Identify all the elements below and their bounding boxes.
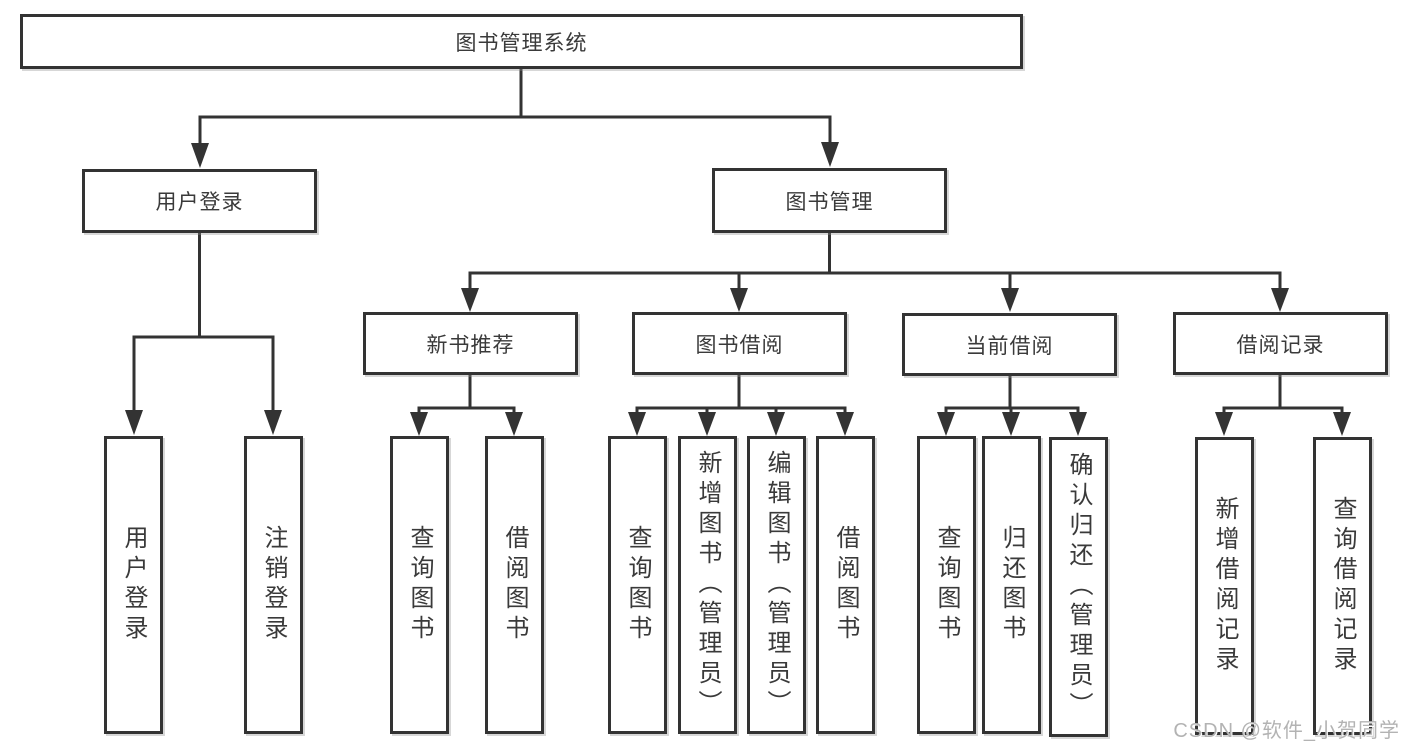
arrow-down-icon bbox=[1215, 412, 1233, 436]
connector-borrowrecords-to-children bbox=[1215, 375, 1351, 436]
node-label: 借阅记录 bbox=[1236, 333, 1325, 357]
leaf-user-login: 用户登录 bbox=[104, 436, 163, 734]
node-new-book-recommend: 新书推荐 bbox=[363, 312, 578, 375]
arrow-down-icon bbox=[767, 412, 785, 436]
leaf-return-books: 归还图书 bbox=[982, 436, 1041, 734]
arrow-down-icon bbox=[1002, 412, 1020, 436]
node-label: 图书借阅 bbox=[695, 333, 784, 357]
arrow-down-icon bbox=[505, 412, 523, 436]
node-label: 借阅图书 bbox=[832, 525, 859, 645]
arrow-down-icon bbox=[264, 410, 282, 435]
node-label: 确认归还（管理员） bbox=[1065, 452, 1092, 722]
leaf-query-books-2: 查询图书 bbox=[608, 436, 667, 734]
node-label: 查询图书 bbox=[624, 525, 651, 645]
connector-bookmgmt-to-level3 bbox=[461, 233, 1289, 312]
connector-bookborrow-to-children bbox=[628, 375, 854, 436]
arrow-down-icon bbox=[461, 288, 479, 312]
arrow-down-icon bbox=[821, 142, 839, 167]
arrow-down-icon bbox=[937, 412, 955, 436]
node-label: 图书管理 bbox=[785, 190, 874, 214]
connector-newbook-to-children bbox=[410, 375, 523, 436]
node-current-borrow: 当前借阅 bbox=[902, 313, 1117, 376]
node-book-management: 图书管理 bbox=[712, 168, 947, 233]
connector-userlogin-to-children bbox=[125, 233, 282, 435]
node-label: 当前借阅 bbox=[965, 334, 1054, 358]
node-label: 注销登录 bbox=[260, 525, 287, 645]
node-user-login: 用户登录 bbox=[82, 169, 317, 233]
arrow-down-icon bbox=[191, 143, 209, 168]
arrow-down-icon bbox=[1271, 288, 1289, 312]
arrow-down-icon bbox=[125, 410, 143, 435]
node-label: 查询借阅记录 bbox=[1329, 496, 1356, 676]
arrow-down-icon bbox=[1069, 412, 1087, 436]
arrow-down-icon bbox=[410, 412, 428, 436]
node-label: 编辑图书（管理员） bbox=[763, 450, 790, 720]
node-borrow-records: 借阅记录 bbox=[1173, 312, 1388, 375]
node-book-borrow: 图书借阅 bbox=[632, 312, 847, 375]
node-label: 用户登录 bbox=[120, 525, 147, 645]
watermark-text: CSDN @软件_小贺同学 bbox=[1173, 720, 1400, 742]
node-label: 新增借阅记录 bbox=[1211, 496, 1238, 676]
leaf-borrow-books-1: 借阅图书 bbox=[485, 436, 544, 734]
leaf-query-books-3: 查询图书 bbox=[917, 436, 976, 734]
leaf-add-borrow-record: 新增借阅记录 bbox=[1195, 437, 1254, 735]
arrow-down-icon bbox=[698, 412, 716, 436]
connector-root-to-level2 bbox=[191, 69, 839, 168]
arrow-down-icon bbox=[628, 412, 646, 436]
connector-currentborrow-to-children bbox=[937, 376, 1087, 436]
leaf-query-borrow-record: 查询借阅记录 bbox=[1313, 437, 1372, 735]
node-label: 用户登录 bbox=[155, 191, 244, 214]
node-library-system: 图书管理系统 bbox=[20, 14, 1023, 69]
node-label: 借阅图书 bbox=[501, 525, 528, 645]
leaf-query-books-1: 查询图书 bbox=[390, 436, 449, 734]
leaf-confirm-return-admin: 确认归还（管理员） bbox=[1049, 437, 1108, 737]
arrow-down-icon bbox=[1333, 412, 1351, 436]
leaf-logout: 注销登录 bbox=[244, 436, 303, 734]
node-label: 查询图书 bbox=[933, 525, 960, 645]
node-label: 新增图书（管理员） bbox=[694, 450, 721, 720]
arrow-down-icon bbox=[730, 288, 748, 312]
node-label: 新书推荐 bbox=[426, 333, 515, 357]
leaf-borrow-books-2: 借阅图书 bbox=[816, 436, 875, 734]
arrow-down-icon bbox=[1001, 288, 1019, 312]
node-label: 图书管理系统 bbox=[455, 31, 588, 55]
node-label: 归还图书 bbox=[998, 525, 1025, 645]
leaf-edit-book-admin: 编辑图书（管理员） bbox=[747, 436, 806, 734]
node-label: 查询图书 bbox=[406, 525, 433, 645]
arrow-down-icon bbox=[836, 412, 854, 436]
leaf-add-book-admin: 新增图书（管理员） bbox=[678, 436, 737, 734]
